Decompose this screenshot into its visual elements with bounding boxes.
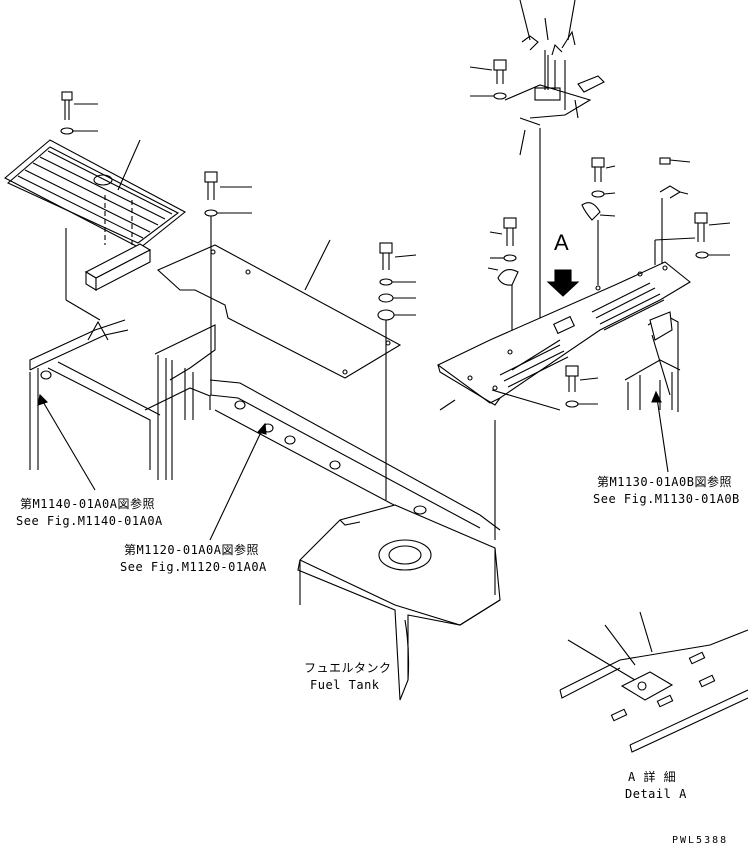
ref-m1130-en: See Fig.M1130-01A0B [593, 492, 740, 506]
bolt-step [491, 365, 599, 411]
fuel-tank [297, 504, 501, 701]
ref-m1140-jp: 第M1140-01A0A図参照 [20, 497, 155, 511]
step-plate-right [436, 261, 691, 406]
fuel-tank-en: Fuel Tank [310, 678, 380, 692]
ref-m1140-en: See Fig.M1140-01A0A [16, 514, 163, 528]
view-arrow-label: A [554, 230, 569, 255]
frame-left [29, 319, 216, 480]
detail-a-en: Detail A [625, 787, 687, 801]
drawing-id: PWL5388 [672, 835, 729, 846]
bolt-mid-right [487, 217, 519, 340]
grille-bolt-left [60, 91, 98, 135]
bolt-top-right [469, 59, 507, 100]
ref-m1130-jp: 第M1130-01A0B図参照 [597, 475, 732, 489]
ref-m1120-jp: 第M1120-01A0A図参照 [124, 543, 259, 557]
view-arrow-a [546, 269, 580, 297]
detail-a-view [559, 611, 749, 753]
bolts-right [581, 157, 731, 285]
cover-plate-center [157, 244, 402, 379]
leader-lines [37, 390, 669, 541]
detail-a-jp: A 詳 細 [628, 770, 677, 784]
ref-m1120-en: See Fig.M1120-01A0A [120, 560, 267, 574]
frame-right [624, 311, 681, 412]
filter-block [84, 243, 152, 291]
grille-cover-left [4, 139, 186, 249]
bolt-stack [377, 242, 417, 321]
cover-bolt-center [204, 171, 252, 217]
bracket-assembly-top [504, 0, 605, 325]
fuel-tank-jp: フュエルタンク [304, 661, 392, 675]
